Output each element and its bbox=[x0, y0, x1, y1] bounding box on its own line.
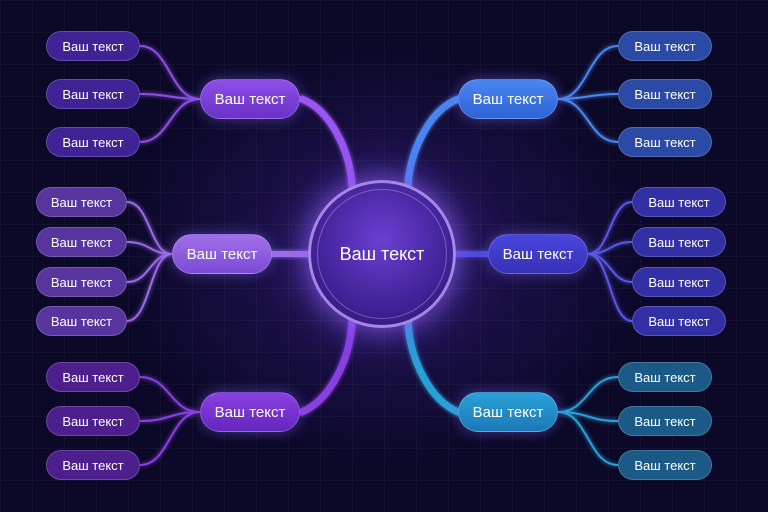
branch-top-left[interactable]: Ваш текст bbox=[200, 79, 300, 119]
leaf-middle-right-4[interactable]: Ваш текст bbox=[632, 306, 726, 336]
branch-bottom-right[interactable]: Ваш текст bbox=[458, 392, 558, 432]
branch-bottom-left[interactable]: Ваш текст bbox=[200, 392, 300, 432]
leaf-top-left-1[interactable]: Ваш текст bbox=[46, 31, 140, 61]
trunk-bottom-left bbox=[298, 318, 356, 416]
central-node-ring bbox=[317, 189, 447, 319]
branch-top-right[interactable]: Ваш текст bbox=[458, 79, 558, 119]
central-node[interactable]: Ваш текст bbox=[308, 180, 456, 328]
leaf-middle-right-3[interactable]: Ваш текст bbox=[632, 267, 726, 297]
leaf-top-left-3[interactable]: Ваш текст bbox=[46, 127, 140, 157]
branch-middle-left[interactable]: Ваш текст bbox=[172, 234, 272, 274]
leaf-top-right-3[interactable]: Ваш текст bbox=[618, 127, 712, 157]
leaf-middle-left-3[interactable]: Ваш текст bbox=[36, 267, 127, 297]
central-node-label: Ваш текст bbox=[339, 243, 425, 264]
leaf-middle-left-1[interactable]: Ваш текст bbox=[36, 187, 127, 217]
trunk-bottom-right bbox=[404, 318, 462, 416]
trunk-top-right bbox=[404, 95, 462, 190]
leaf-top-right-1[interactable]: Ваш текст bbox=[618, 31, 712, 61]
leaf-bottom-right-3[interactable]: Ваш текст bbox=[618, 450, 712, 480]
leaf-middle-left-2[interactable]: Ваш текст bbox=[36, 227, 127, 257]
leaf-middle-right-1[interactable]: Ваш текст bbox=[632, 187, 726, 217]
leaf-bottom-left-1[interactable]: Ваш текст bbox=[46, 362, 140, 392]
leaf-top-right-2[interactable]: Ваш текст bbox=[618, 79, 712, 109]
trunk-top-left bbox=[298, 95, 356, 190]
leaf-top-left-2[interactable]: Ваш текст bbox=[46, 79, 140, 109]
leaf-middle-left-4[interactable]: Ваш текст bbox=[36, 306, 127, 336]
leaf-middle-right-2[interactable]: Ваш текст bbox=[632, 227, 726, 257]
leaf-bottom-left-2[interactable]: Ваш текст bbox=[46, 406, 140, 436]
leaf-bottom-left-3[interactable]: Ваш текст bbox=[46, 450, 140, 480]
leaf-bottom-right-2[interactable]: Ваш текст bbox=[618, 406, 712, 436]
branch-middle-right[interactable]: Ваш текст bbox=[488, 234, 588, 274]
leaf-bottom-right-1[interactable]: Ваш текст bbox=[618, 362, 712, 392]
